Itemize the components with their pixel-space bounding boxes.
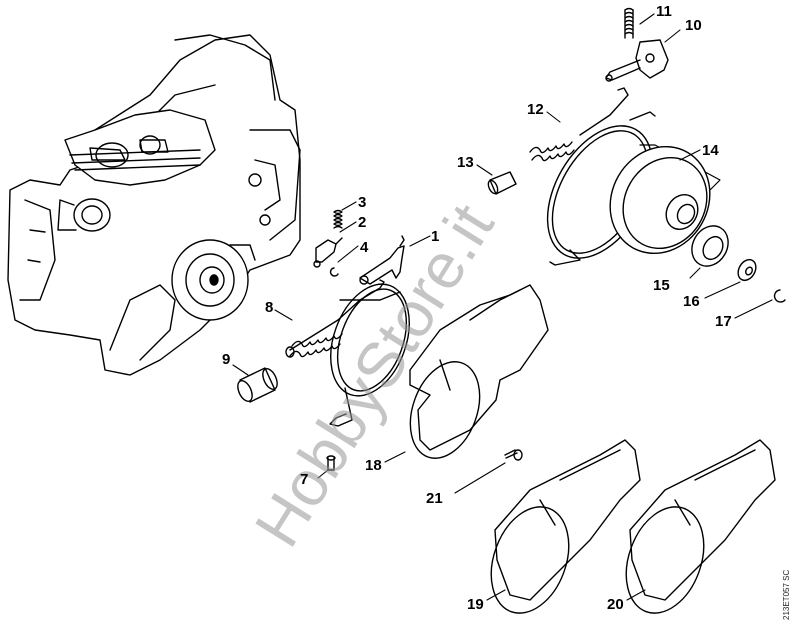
part-15-sprocket-drawing [685,219,735,272]
callout-4: 4 [360,239,369,256]
callout-14: 14 [702,142,719,159]
part-21-screw-drawing [505,450,522,460]
callout-20: 20 [607,596,624,613]
leader-lines [233,14,772,600]
callout-12: 12 [527,101,544,118]
part-18-cover-drawing [398,285,548,468]
callout-21: 21 [426,490,443,507]
callout-7: 7 [300,471,309,488]
leader-21 [455,463,505,493]
leader-20 [627,590,645,600]
callout-1: 1 [431,228,440,245]
brake-band-left-drawing [316,273,423,426]
part-20-cover-drawing [612,440,775,624]
part-4-eclip-drawing [331,268,338,276]
callout-13: 13 [457,154,474,171]
leader-16 [705,282,740,298]
part-3-spring-drawing [334,211,342,229]
leader-12 [547,112,560,122]
part-2-bell-crank-drawing [314,238,342,267]
callout-16: 16 [683,293,700,310]
callout-2: 2 [358,214,367,231]
callout-8: 8 [265,299,274,316]
part-16-washer-drawing [735,256,760,283]
callout-3: 3 [358,194,367,211]
leader-8 [275,310,292,320]
leader-14 [680,150,700,160]
leader-2 [340,222,356,232]
leader-11 [640,14,654,24]
callout-17: 17 [715,313,732,330]
part-13-sleeve-drawing [486,172,516,195]
part-10-lever-drawing [606,40,668,81]
leader-7 [318,470,328,478]
callout-18: 18 [365,457,382,474]
callout-19: 19 [467,596,484,613]
callout-11: 11 [656,3,672,20]
part-7-screw-drawing [327,456,335,470]
engine-crankcase-drawing [8,35,300,375]
drawing-reference-code: 213ET057 SC [782,569,791,620]
leader-10 [665,30,680,42]
leader-3 [342,202,356,210]
callout-9: 9 [222,351,231,368]
part-1-brake-lever-drawing [360,236,404,284]
leader-13 [477,165,492,175]
part-11-spring-drawing [625,9,633,39]
leader-17 [735,300,772,318]
leader-19 [487,590,505,600]
part-17-eclip-drawing [775,290,785,302]
leader-1 [410,236,430,246]
part-19-cover-drawing [477,440,640,624]
leader-4 [338,246,358,262]
leader-18 [385,452,405,462]
leader-15 [690,268,700,278]
part-9-sleeve-drawing [235,366,280,403]
part-12-spring-drawing [530,88,628,161]
part-8-spring-drawing [286,280,384,357]
clutch-drum-drawing [591,128,729,271]
callout-10: 10 [685,17,702,34]
callout-15: 15 [653,277,670,294]
leader-9 [233,365,248,375]
